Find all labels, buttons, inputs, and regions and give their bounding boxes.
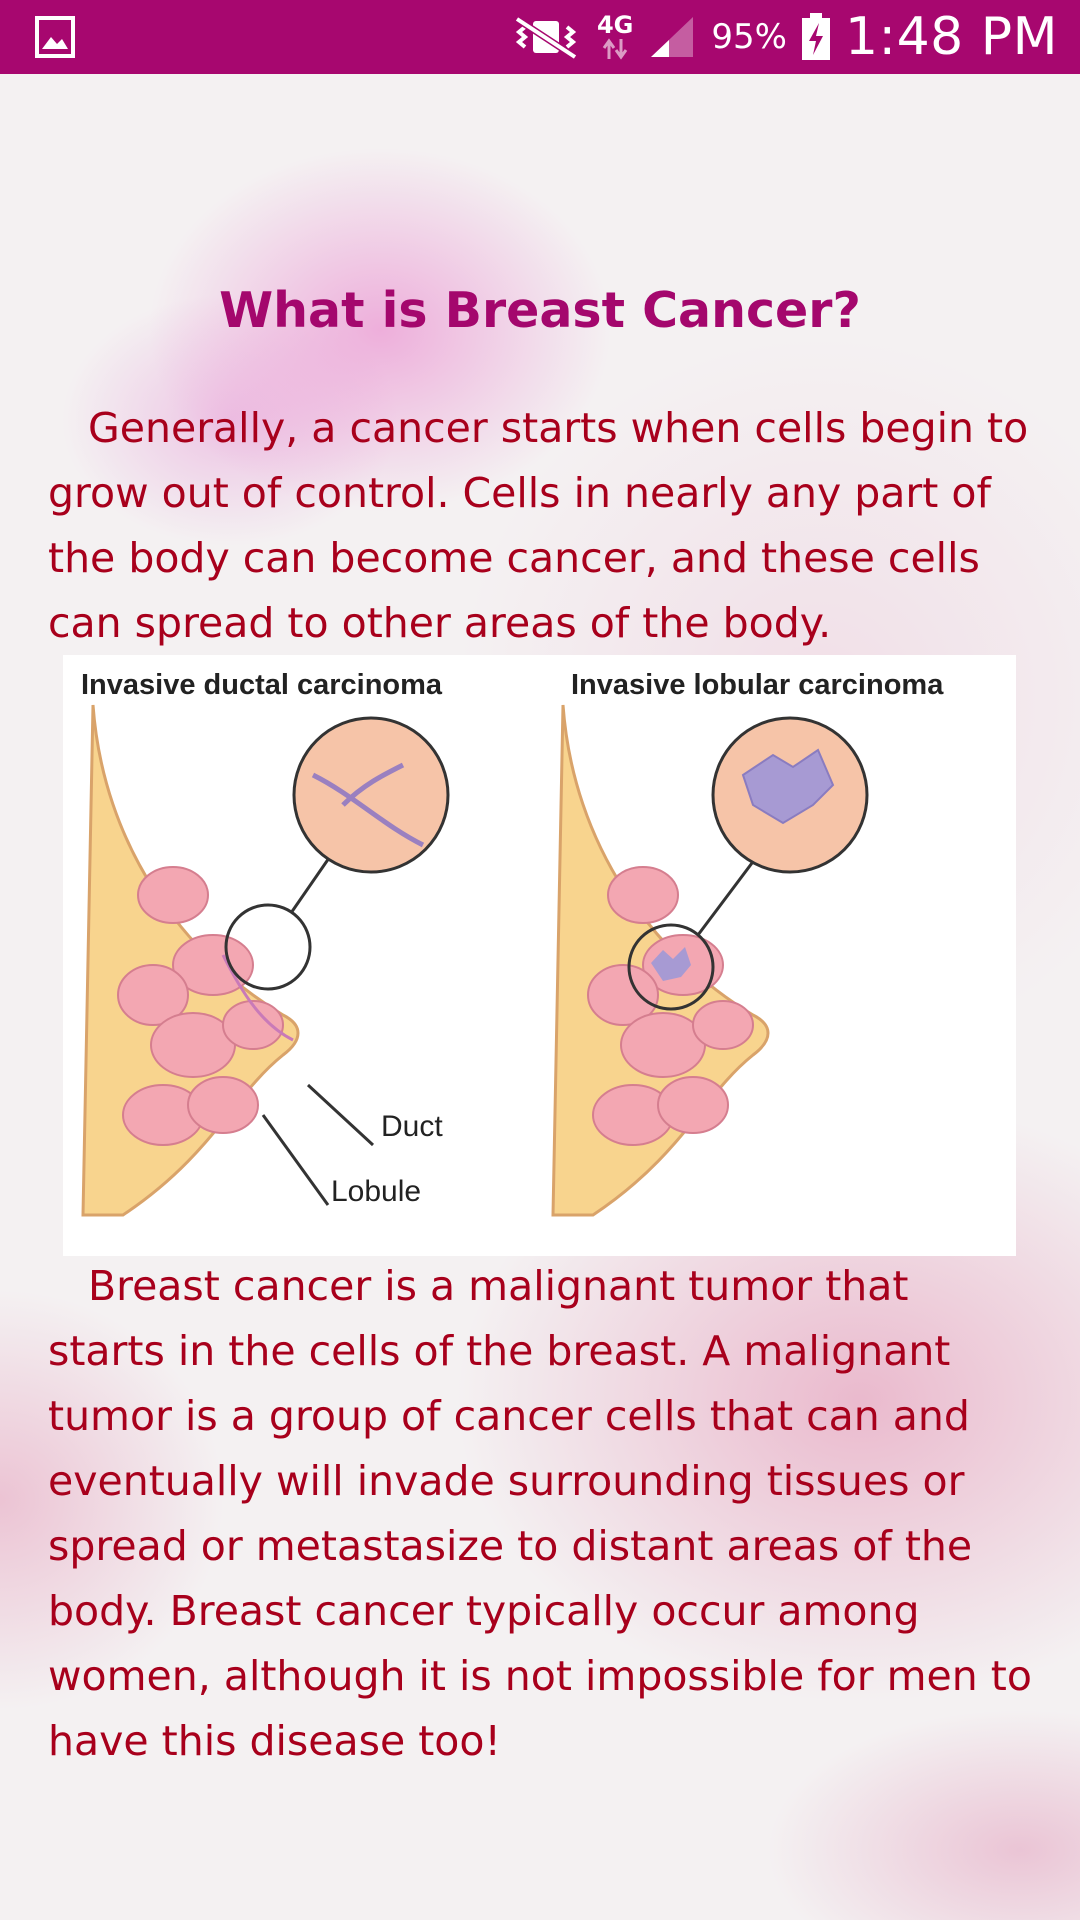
label-duct: Duct (381, 1110, 443, 1143)
carcinoma-illustration: Invasive ductal carcinoma Invasive lobul… (63, 655, 1016, 1256)
battery-percent: 95% (711, 17, 787, 57)
lobular-diagram (551, 704, 869, 1217)
definition-paragraph: Breast cancer is a malignant tumor that … (48, 1262, 1032, 1765)
signal-icon (647, 13, 697, 61)
vibrate-mute-icon (509, 13, 583, 61)
ductal-diagram (81, 704, 450, 1217)
caption-lobular: Invasive lobular carcinoma (571, 669, 944, 701)
gallery-icon (34, 15, 76, 59)
battery-charging-icon (801, 12, 831, 62)
label-lobule: Lobule (331, 1175, 422, 1208)
network-indicator: 4G (597, 13, 633, 61)
page-title: What is Breast Cancer? (219, 282, 861, 339)
intro-paragraph: Generally, a cancer starts when cells be… (48, 404, 1029, 647)
network-type-label: 4G (596, 11, 634, 39)
data-arrows-icon (602, 37, 628, 61)
clock: 1:48 PM (844, 7, 1058, 67)
status-bar: 4G 95% 1:48 PM (0, 0, 1080, 74)
caption-ductal: Invasive ductal carcinoma (81, 669, 443, 701)
